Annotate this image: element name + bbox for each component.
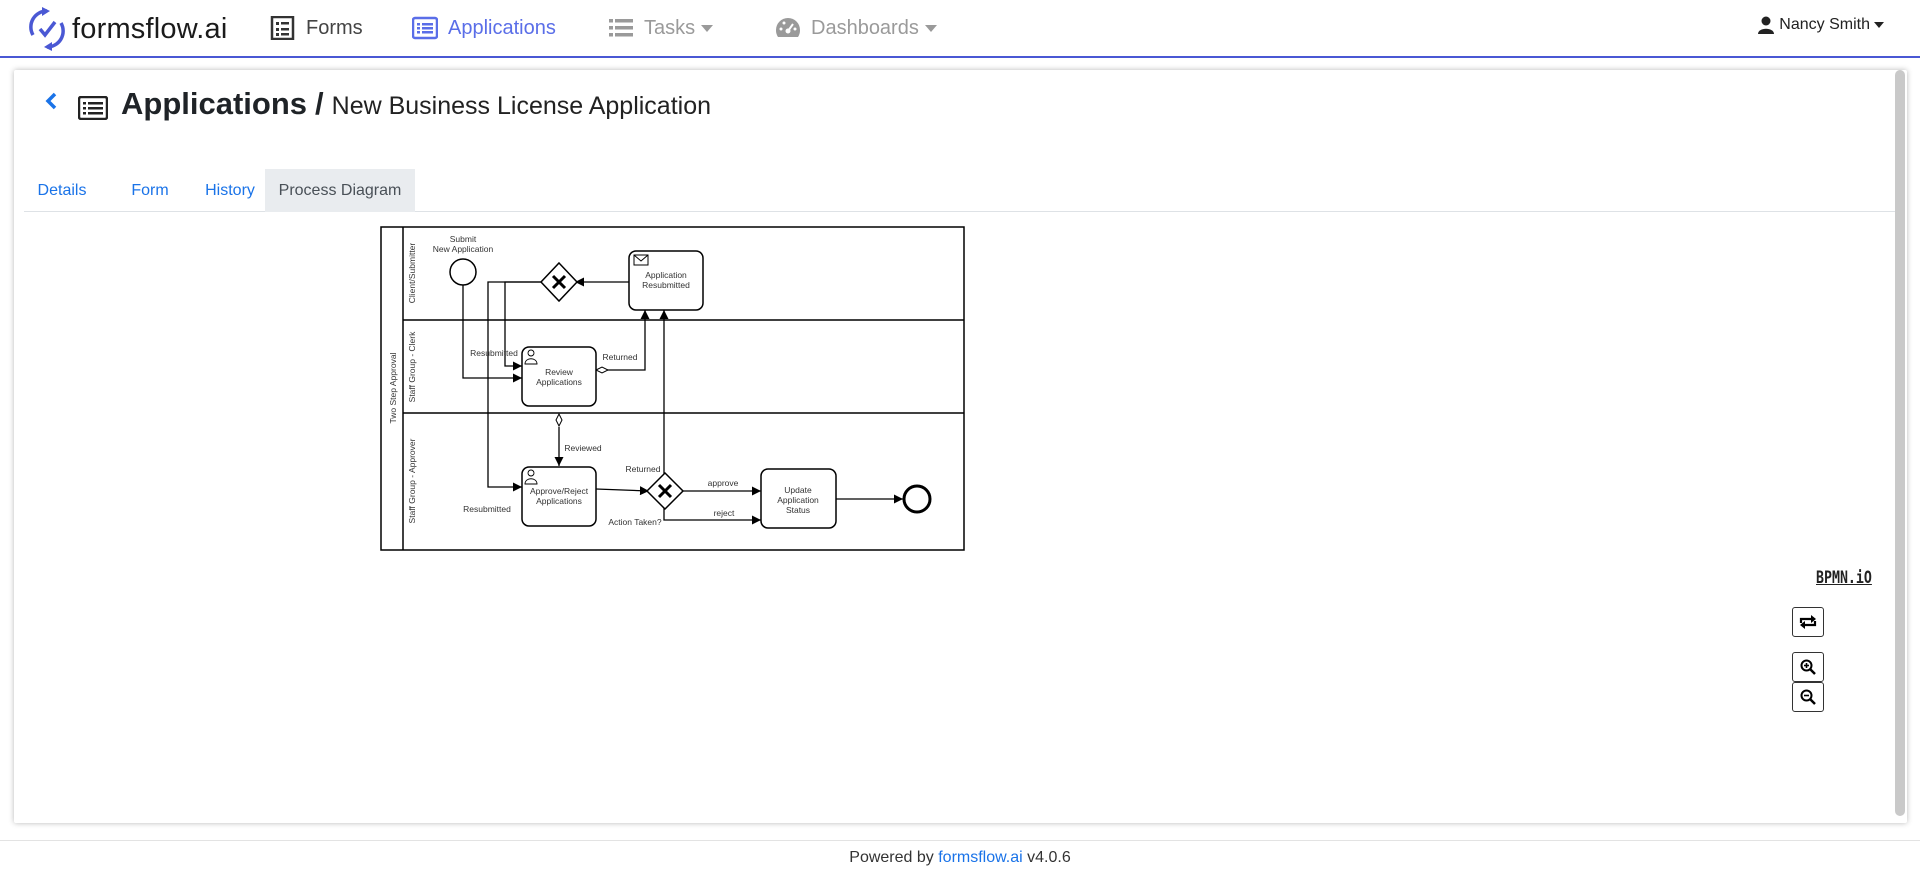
- flow-label-resubmitted-2: Resubmitted: [463, 504, 511, 514]
- chevron-down-icon: [924, 24, 937, 32]
- refresh-icon: [1799, 615, 1817, 629]
- task-update-status[interactable]: [760, 468, 837, 529]
- application-card: Applications / New Business License Appl…: [14, 70, 1907, 823]
- dashboard-icon: [775, 18, 801, 37]
- nav-applications-label: Applications: [448, 16, 556, 39]
- page-subtitle: New Business License Application: [331, 92, 712, 120]
- chevron-down-icon: [1874, 22, 1884, 28]
- footer-link[interactable]: formsflow.ai: [938, 849, 1023, 866]
- end-event[interactable]: [902, 484, 932, 514]
- start-event-label-1: Submit: [450, 234, 477, 244]
- pool-two-step-approval: [380, 226, 965, 551]
- user-task-icon: [527, 469, 535, 477]
- user-name: Nancy Smith: [1779, 16, 1870, 33]
- task-update-label-3: Status: [786, 505, 810, 515]
- tasks-icon: [609, 19, 633, 37]
- task-resubmitted-label-1: Application: [645, 270, 687, 280]
- tab-details-label: Details: [37, 181, 87, 199]
- lane-label-approver: Staff Group - Approver: [407, 438, 417, 523]
- task-review-applications[interactable]: [521, 346, 597, 407]
- zoom-in-button[interactable]: [1792, 652, 1824, 682]
- brand[interactable]: formsflow.ai: [28, 6, 228, 52]
- pool-label: Two Step Approval: [388, 352, 398, 423]
- brand-name: formsflow.ai: [72, 12, 228, 45]
- zoom-out-icon: [1800, 689, 1816, 705]
- task-approve-reject[interactable]: [521, 466, 597, 527]
- nav-dashboards[interactable]: Dashboards: [775, 12, 937, 44]
- message-icon: [633, 254, 649, 266]
- tab-history[interactable]: History: [194, 169, 266, 212]
- tab-form[interactable]: Form: [120, 169, 180, 212]
- task-update-label-1: Update: [784, 485, 812, 495]
- task-update-label-2: Application: [777, 495, 819, 505]
- list-icon: [412, 16, 438, 40]
- tab-process-diagram[interactable]: Process Diagram: [265, 169, 415, 212]
- start-event[interactable]: [449, 258, 477, 286]
- footer: Powered by formsflow.ai v4.0.6: [0, 840, 1920, 872]
- vertical-scrollbar[interactable]: [1895, 70, 1905, 816]
- top-navbar: formsflow.ai Forms Applications Tasks: [0, 0, 1920, 58]
- nav-tasks-label: Tasks: [644, 16, 696, 39]
- user-menu[interactable]: Nancy Smith: [1758, 16, 1884, 34]
- back-chevron-icon[interactable]: [44, 91, 58, 111]
- nav-tasks[interactable]: Tasks: [608, 12, 714, 44]
- form-icon: [270, 16, 295, 40]
- start-event-label-2: New Application: [433, 244, 494, 254]
- flow-label-resubmitted-1: Resubmitted: [470, 348, 518, 358]
- flow-label-action-taken: Action Taken?: [608, 517, 662, 527]
- flow-label-reject: reject: [714, 508, 735, 518]
- zoom-in-icon: [1800, 659, 1816, 675]
- nav-dashboards-label: Dashboards: [811, 16, 919, 39]
- user-icon: [1758, 16, 1775, 34]
- task-approve-label-1: Approve/Reject: [530, 486, 589, 496]
- task-application-resubmitted[interactable]: [628, 250, 704, 311]
- formsflow-logo-icon: [29, 7, 65, 51]
- footer-version: v4.0.6: [1027, 849, 1071, 866]
- tab-process-diagram-label: Process Diagram: [278, 181, 402, 199]
- nav-applications[interactable]: Applications: [412, 12, 556, 44]
- lane-label-client: Client/Submitter: [407, 243, 417, 304]
- task-review-label-1: Review: [545, 367, 574, 377]
- flow-label-approve: approve: [708, 478, 739, 488]
- reset-view-button[interactable]: [1792, 607, 1824, 637]
- nav-forms[interactable]: Forms: [270, 12, 363, 44]
- tab-details[interactable]: Details: [24, 169, 100, 212]
- tab-history-label: History: [205, 181, 255, 199]
- task-review-label-2: Applications: [536, 377, 582, 387]
- chevron-down-icon: [701, 24, 714, 32]
- nav-forms-label: Forms: [306, 16, 363, 39]
- tab-bar: Details Form History Process Diagram: [24, 169, 1896, 212]
- flow-label-returned-2: Returned: [626, 464, 661, 474]
- sequence-flows: [462, 277, 903, 525]
- flow-label-returned-1: Returned: [603, 352, 638, 362]
- bpmn-io-logo[interactable]: BPMN.iO: [1816, 568, 1872, 588]
- page-title-main: Applications: [121, 86, 308, 121]
- flow-label-reviewed: Reviewed: [564, 443, 602, 453]
- title-separator: /: [315, 86, 324, 121]
- lane-label-clerk: Staff Group - Clerk: [407, 331, 417, 402]
- footer-prefix: Powered by: [849, 849, 934, 866]
- bpmn-diagram[interactable]: Two Step Approval Client/Submitter Staff…: [380, 226, 966, 552]
- tab-form-label: Form: [131, 181, 169, 199]
- page-title: Applications / New Business License Appl…: [121, 86, 711, 122]
- zoom-out-button[interactable]: [1792, 682, 1824, 712]
- task-resubmitted-label-2: Resubmitted: [642, 280, 690, 290]
- user-task-icon: [527, 349, 535, 357]
- list-icon: [78, 96, 108, 120]
- task-approve-label-2: Applications: [536, 496, 582, 506]
